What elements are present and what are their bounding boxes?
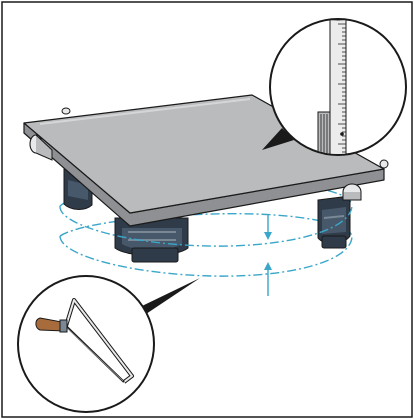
front-left-foot	[114, 217, 189, 263]
front-right-foot	[317, 195, 351, 249]
ruler-icon	[329, 20, 347, 154]
height-arrow-icon	[264, 215, 272, 296]
corner-fitting-back-left	[61, 107, 71, 115]
ruler-inset	[262, 18, 407, 156]
cut-line-ring-front	[59, 204, 353, 277]
ruler-inset-pointer	[262, 128, 294, 150]
corner-fitting-right	[342, 183, 362, 201]
hacksaw-icon	[35, 298, 134, 384]
hacksaw-inset	[17, 275, 200, 413]
panel-section	[317, 111, 331, 154]
corner-fitting-back-right	[379, 159, 389, 169]
hacksaw-inset-pointer	[140, 278, 200, 318]
corner-fitting-left	[29, 134, 53, 161]
